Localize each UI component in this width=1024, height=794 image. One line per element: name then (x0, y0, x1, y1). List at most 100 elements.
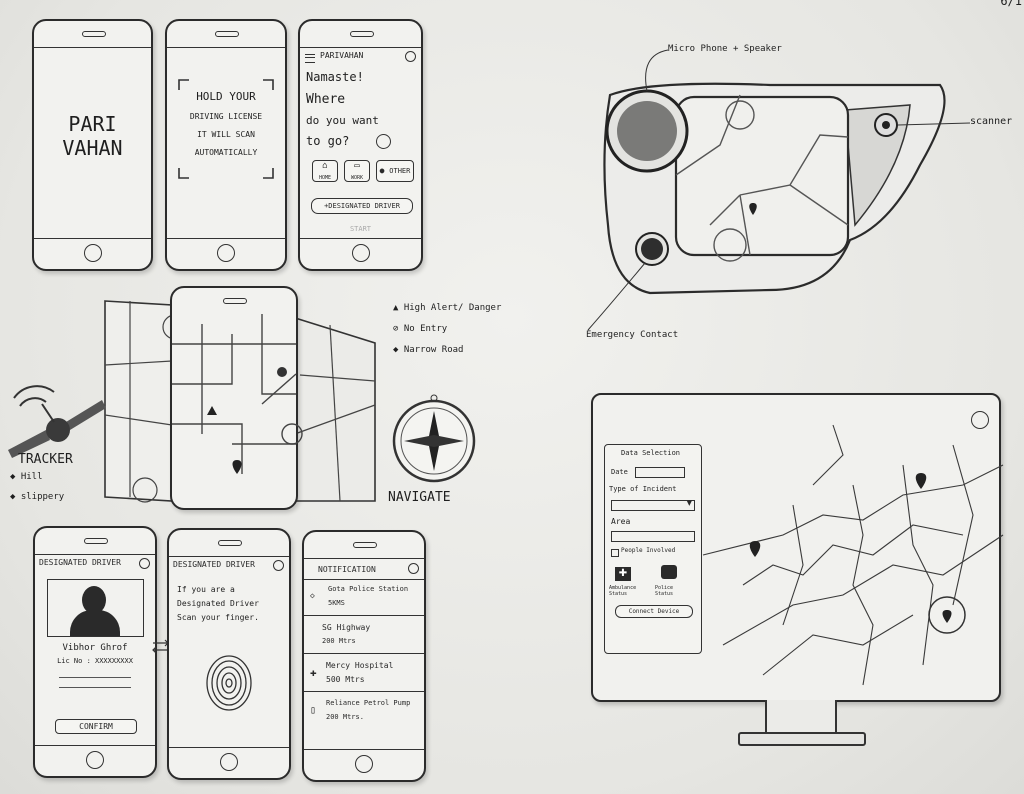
notification-distance: 5KMS (328, 599, 345, 607)
legend-narrow-label: Narrow Road (403, 345, 464, 355)
danger-marker-icon (207, 406, 217, 415)
greeting: Namaste! (306, 70, 364, 84)
question-line-1: Where (306, 92, 346, 107)
emergency-contact-button (641, 238, 663, 260)
home-button[interactable] (86, 751, 104, 769)
phone-screen: DESIGNATED DRIVER Vibhor Ghrof Lic No : … (35, 554, 155, 746)
phone-notifications: NOTIFICATION ◇ Gota Police Station 5KMS … (302, 530, 426, 782)
user-profile-icon[interactable] (971, 411, 989, 429)
notification-distance: 200 Mtrs. (326, 713, 364, 721)
tracker-item-hill: ◆ Hill (10, 472, 43, 482)
other-shortcut-button[interactable]: ● OTHER (376, 160, 414, 182)
notification-title: Reliance Petrol Pump (326, 699, 411, 707)
work-shortcut-button[interactable]: ▭ WORK (344, 160, 370, 182)
legend-no-entry-label: No Entry (403, 324, 448, 334)
area-input[interactable] (611, 531, 695, 542)
confirm-button[interactable]: CONFIRM (55, 719, 137, 734)
microphone-icon[interactable] (376, 134, 391, 149)
driver-name: Vibhor Ghrof (62, 643, 128, 653)
profile-icon[interactable] (273, 560, 284, 571)
briefcase-icon: ▭ (354, 161, 360, 171)
police-status-label: Police Status (655, 585, 674, 597)
date-input[interactable] (635, 467, 685, 478)
tracker-hill-label: Hill (20, 472, 43, 482)
other-label: OTHER (389, 167, 411, 175)
home-button[interactable] (220, 753, 238, 771)
notification-item[interactable]: ◇ Gota Police Station 5KMS (304, 579, 424, 616)
notification-item[interactable]: ▯ Reliance Petrol Pump 200 Mtrs. (304, 691, 424, 731)
profile-icon[interactable] (139, 558, 150, 569)
panel-title: Data Selection (621, 449, 681, 457)
question-line-2: do you want (306, 114, 379, 127)
divider (59, 687, 131, 688)
notification-header-bar: NOTIFICATION (304, 559, 424, 580)
notification-title: Mercy Hospital (326, 661, 394, 670)
speaker-grille (84, 538, 108, 544)
home-button[interactable] (351, 244, 370, 262)
profile-icon[interactable] (408, 563, 419, 574)
phone-screen: PARI VAHAN (34, 47, 151, 239)
screen-header: DESIGNATED DRIVER (173, 560, 255, 569)
people-involved-checkbox[interactable] (611, 549, 619, 557)
home-button[interactable] (217, 244, 235, 262)
incident-marker-icon[interactable] (911, 467, 931, 491)
map-phone (170, 286, 303, 510)
label-emergency-contact: Emergency Contact (586, 330, 679, 340)
location-pin-icon: ● (379, 166, 385, 175)
scan-line-1: HOLD YOUR (196, 90, 256, 103)
instruction-line-3: Scan your finger. (177, 613, 259, 622)
police-icon[interactable] (661, 565, 677, 579)
app-header: PARIVAHAN (320, 51, 364, 60)
fuel-pump-icon: ▯ (310, 705, 317, 716)
home-shortcut-button[interactable]: ⌂ HOME (312, 160, 338, 182)
incident-marker-icon[interactable] (745, 535, 765, 559)
speaker-grille (353, 542, 377, 548)
label-scanner: scanner (970, 116, 1013, 127)
compass-icon (392, 394, 476, 483)
speaker-grille (215, 31, 239, 37)
phone-fingerprint: DESIGNATED DRIVER If you are a Designate… (167, 528, 291, 780)
screen-header: NOTIFICATION (318, 565, 376, 574)
home-button[interactable] (355, 755, 373, 773)
speaker-grille (218, 540, 242, 546)
monitor-map-roads (702, 424, 1004, 686)
home-label: HOME (318, 175, 332, 181)
tracker-item-slippery: ◆ slippery (10, 492, 65, 502)
tracker-slippery-label: slippery (20, 492, 65, 502)
fingerprint-icon[interactable] (204, 653, 254, 713)
focus-marker-icon[interactable] (927, 595, 967, 635)
connect-device-button[interactable]: Connect Device (615, 605, 693, 618)
driver-photo (47, 579, 144, 637)
speaker-grille (349, 31, 374, 37)
phone-driver-profile: DESIGNATED DRIVER Vibhor Ghrof Lic No : … (33, 526, 157, 778)
speaker-grille (81, 31, 106, 37)
avatar-head (82, 586, 106, 614)
legend-item-narrow-road: ◆ Narrow Road (393, 345, 464, 355)
data-selection-panel: Data Selection Date Type of Incident ▼ A… (604, 444, 702, 654)
legend-item-no-entry: ⊘ No Entry (393, 324, 448, 334)
location-pin-icon (749, 203, 757, 215)
ambulance-icon[interactable]: ✚ (615, 567, 631, 581)
scan-frame-corners-icon (178, 79, 274, 179)
home-button[interactable] (83, 244, 102, 262)
microphone-speaker-icon (617, 101, 677, 161)
phone-screen: HOLD YOUR DRIVING LICENSE IT WILL SCAN A… (167, 47, 285, 239)
incident-label: Type of Incident (609, 485, 677, 493)
notification-item[interactable]: SG Highway 200 Mtrs (304, 615, 424, 654)
no-entry-marker-icon (277, 367, 287, 377)
legend-danger-label: High Alert/ Danger (403, 303, 502, 313)
profile-icon[interactable] (405, 51, 416, 62)
instruction-line-1: If you are a (177, 585, 235, 594)
hamburger-menu-icon[interactable] (305, 54, 315, 63)
notification-item[interactable]: ✚ Mercy Hospital 500 Mtrs (304, 653, 424, 692)
start-button[interactable]: START (349, 225, 372, 233)
designated-driver-button[interactable]: +DESIGNATED DRIVER (311, 198, 413, 214)
question-line-3: to go? (306, 134, 350, 148)
incident-select[interactable]: ▼ (611, 499, 695, 511)
divider (59, 677, 131, 678)
notification-distance: 200 Mtrs (322, 637, 356, 645)
page-number: 6/1 (1000, 0, 1022, 8)
scan-line-2: DRIVING LICENSE (189, 112, 263, 121)
phone-splash: PARI VAHAN (32, 19, 153, 271)
phone-home: PARIVAHAN Namaste! Where do you want to … (298, 19, 423, 271)
